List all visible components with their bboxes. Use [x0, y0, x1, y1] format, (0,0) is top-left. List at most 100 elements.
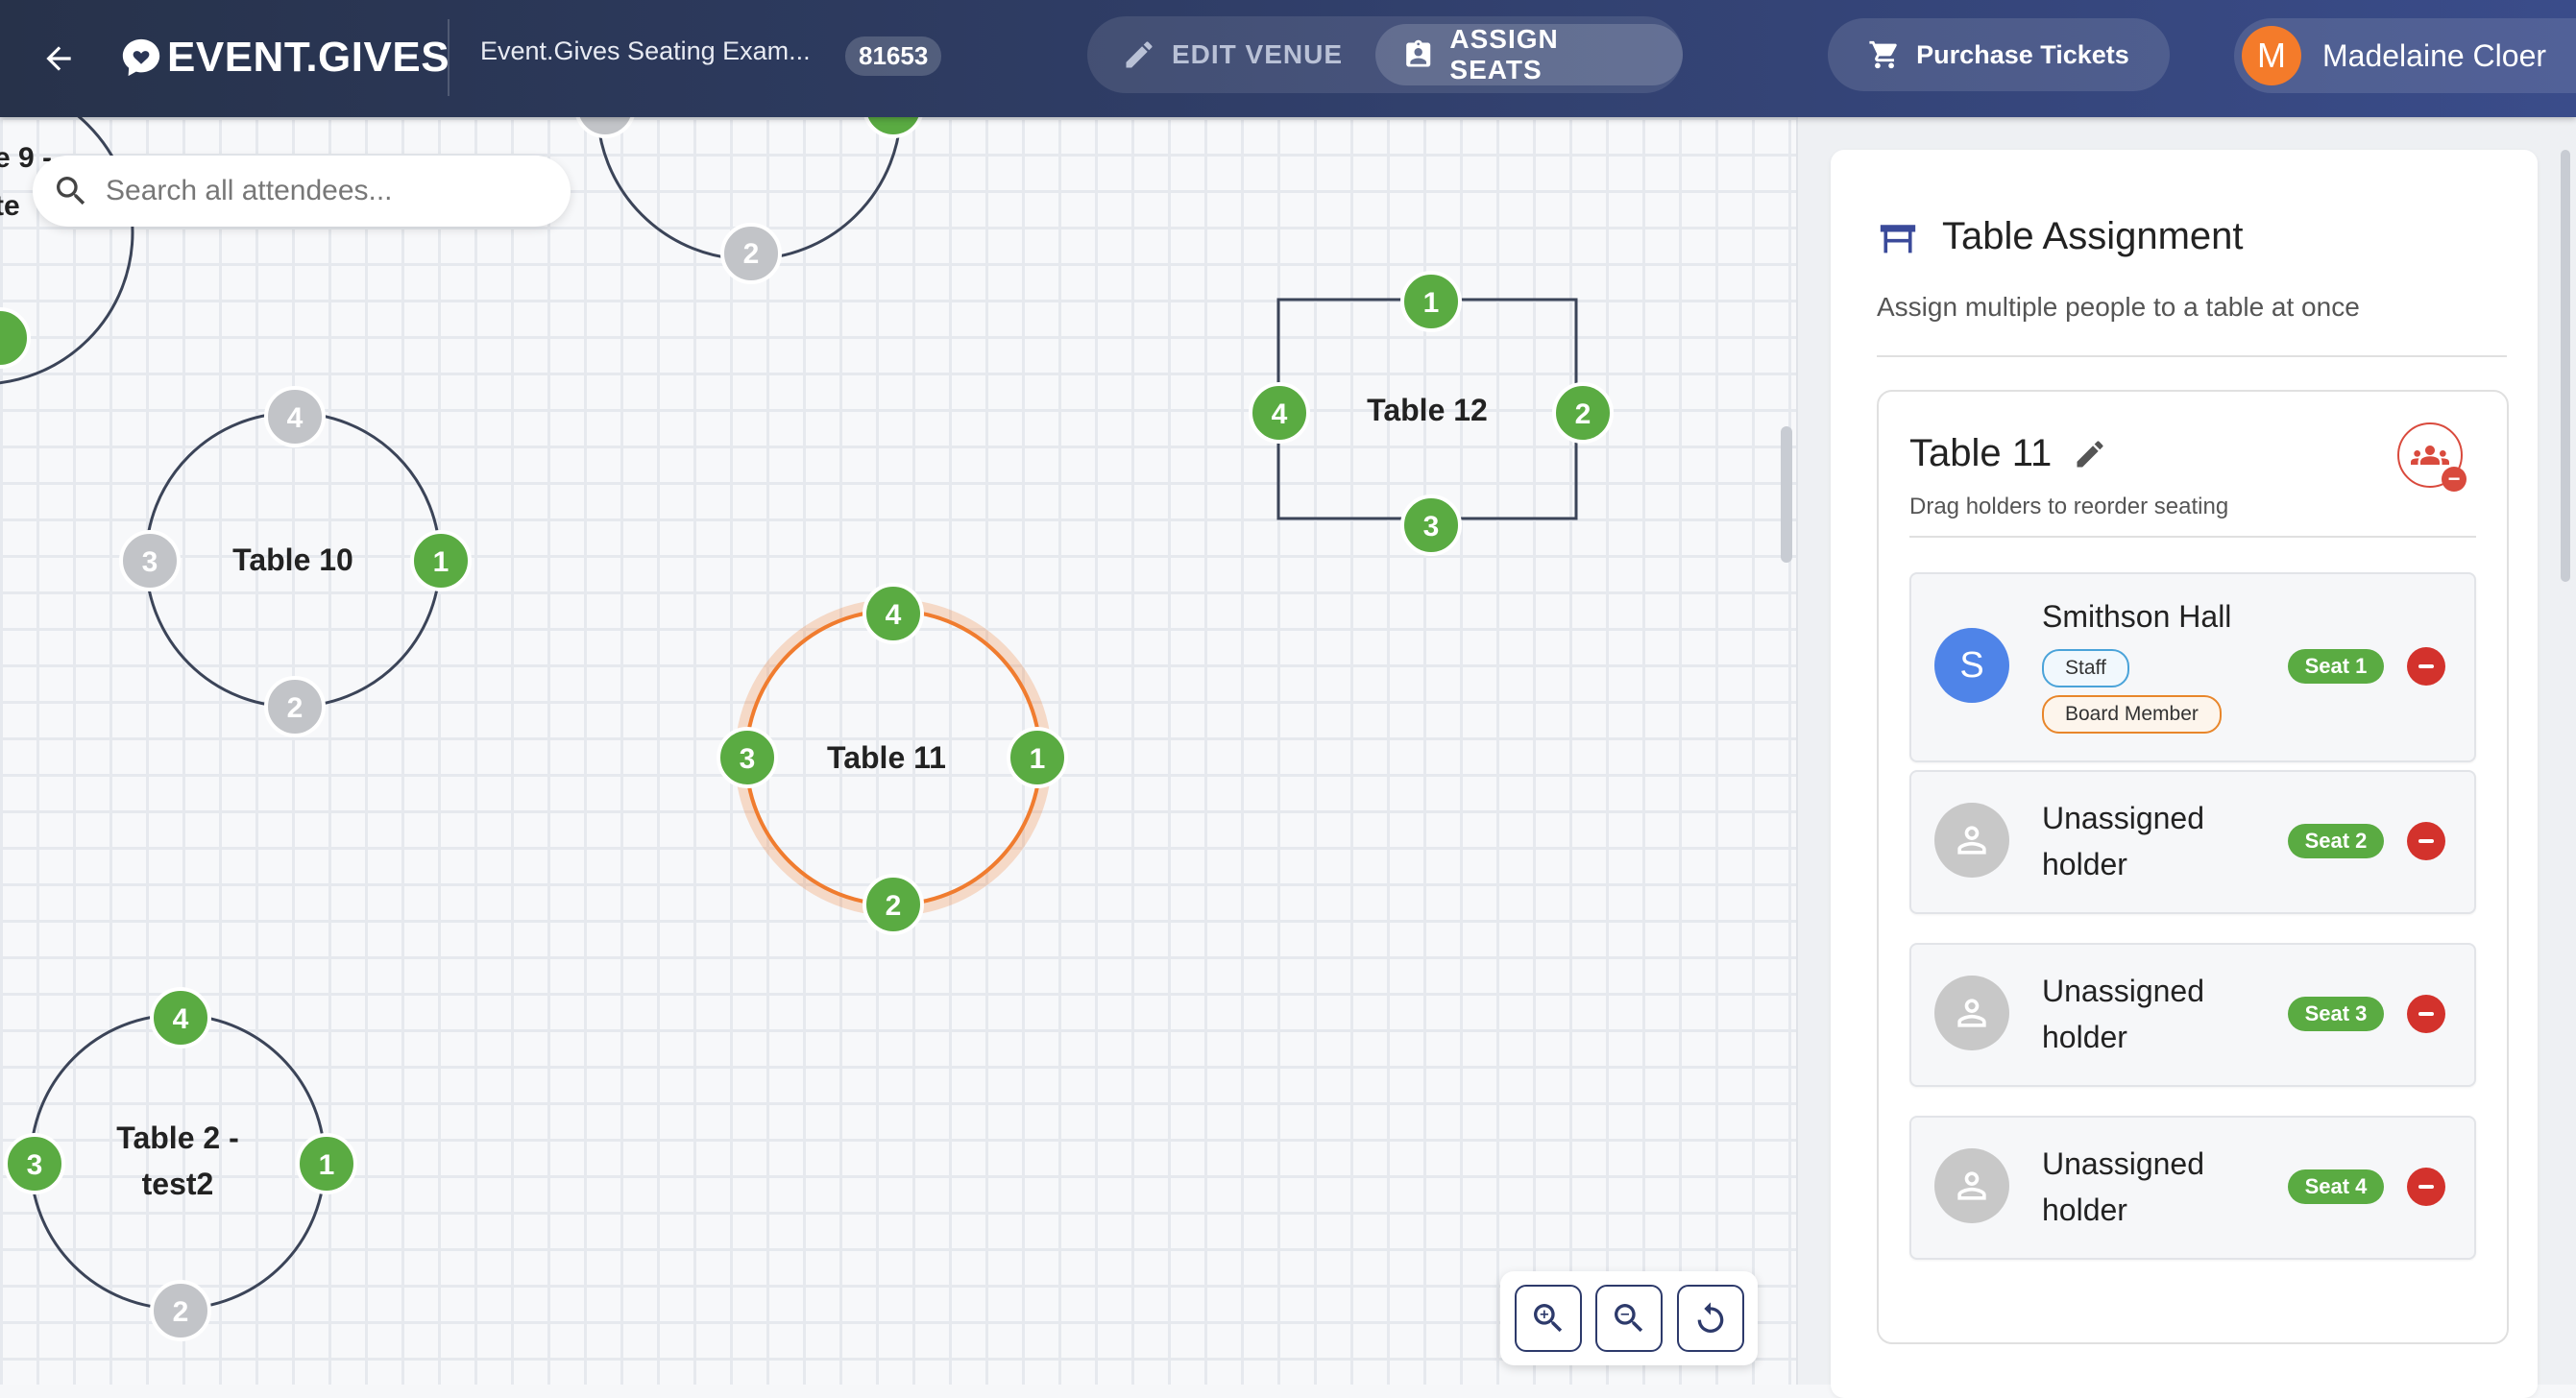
remove-holder-button[interactable]	[2407, 995, 2445, 1033]
seat-marker[interactable]: 4	[264, 386, 326, 447]
table-10[interactable]: Table 10 4 1 2 3	[119, 386, 472, 737]
seat-number: 2	[1575, 398, 1592, 430]
panel-divider	[1877, 355, 2507, 357]
holder-name-line: holder	[2042, 1193, 2127, 1227]
cart-icon	[1869, 40, 1897, 69]
seat-marker[interactable]: 4	[863, 583, 924, 644]
remove-holder-button[interactable]	[2407, 1168, 2445, 1206]
holder-name: Smithson Hall	[2042, 599, 2232, 634]
table-label: Table 11	[827, 740, 946, 775]
holder-name-line: Unassigned	[2042, 801, 2204, 835]
seat-marker[interactable]: 2	[264, 676, 326, 737]
pencil-icon	[1126, 41, 1153, 68]
canvas-scrollbar[interactable]	[1781, 426, 1792, 563]
seat-marker[interactable]: 4	[1249, 382, 1310, 444]
board-member-tag: Board Member	[2042, 695, 2222, 734]
table-name: Table 11	[1909, 432, 2053, 474]
seat-marker[interactable]: 2	[720, 223, 782, 284]
seat-number: 3	[27, 1149, 43, 1181]
holder-card[interactable]: Unassigned holder Seat 4	[1909, 1116, 2476, 1260]
staff-tag: Staff	[2042, 649, 2129, 687]
seat-marker[interactable]: 3	[119, 530, 181, 591]
floor-plan[interactable]: e 9 - te 2 Table 12 1 2	[0, 117, 1796, 1385]
search-input[interactable]	[104, 174, 549, 208]
zoom-controls	[1500, 1271, 1758, 1365]
event-id-badge: 81653	[845, 36, 942, 76]
seat-marker[interactable]: 3	[717, 727, 778, 788]
edit-venue-label: EDIT VENUE	[1172, 39, 1344, 69]
table-2[interactable]: Table 2 - test2 4 1 2 3	[4, 987, 357, 1341]
seat-marker[interactable]: 1	[296, 1133, 357, 1194]
seat-badge: Seat 2	[2288, 824, 2384, 858]
table-11[interactable]: Table 11 4 1 2 3	[717, 583, 1068, 935]
purchase-tickets-button[interactable]: Purchase Tickets	[1828, 18, 2170, 91]
zoom-out-button[interactable]	[1595, 1285, 1663, 1352]
seat-number: 2	[287, 692, 304, 724]
seat-badge: Seat 3	[2288, 997, 2384, 1031]
remove-holder-button[interactable]	[2407, 647, 2445, 686]
holder-name-line: Unassigned	[2042, 1146, 2204, 1181]
seat-badge: Seat 1	[2288, 649, 2384, 684]
reset-view-button[interactable]	[1676, 1285, 1744, 1352]
remove-all-holders-button[interactable]: −	[2397, 422, 2467, 492]
holder-card[interactable]: S Smithson Hall Staff Board Member Seat …	[1909, 572, 2476, 762]
seat-number: 4	[886, 599, 902, 631]
seat-number: 3	[142, 546, 158, 578]
seat-number: 1	[433, 546, 450, 578]
seat-marker[interactable]	[863, 117, 923, 138]
table-12[interactable]: Table 12 1 2 3 4	[1249, 271, 1614, 556]
seat-marker[interactable]: 3	[4, 1133, 65, 1194]
search-icon	[57, 177, 85, 205]
assign-seats-button[interactable]: ASSIGN SEATS	[1375, 24, 1683, 85]
holder-card[interactable]: Unassigned holder Seat 3	[1909, 943, 2476, 1087]
event-name: Event.Gives Seating Exam...	[480, 36, 811, 65]
sidebar-scrollbar[interactable]	[2561, 150, 2570, 582]
seat-badge: Seat 4	[2288, 1169, 2384, 1204]
table-label-partial: te	[0, 190, 20, 222]
assignment-ind-icon	[1406, 39, 1431, 67]
attendee-search[interactable]	[33, 156, 571, 227]
holder-name-line: Unassigned	[2042, 974, 2204, 1008]
arrow-back-icon	[46, 46, 71, 71]
table-outline	[0, 117, 134, 385]
seat-marker[interactable]: 1	[1007, 727, 1068, 788]
table-partial-top[interactable]: 2	[575, 117, 923, 284]
seat-marker[interactable]: 2	[150, 1280, 211, 1341]
back-button[interactable]	[33, 33, 85, 84]
purchase-tickets-label: Purchase Tickets	[1916, 39, 2129, 69]
user-avatar: M	[2242, 26, 2301, 85]
table-outline	[29, 1013, 327, 1311]
table-label: Table 12	[1367, 393, 1488, 427]
seat-number: 1	[1423, 287, 1440, 319]
header-divider	[448, 19, 450, 96]
seat-number: 1	[1030, 743, 1046, 775]
seating-canvas[interactable]: e 9 - te 2 Table 12 1 2	[0, 117, 1796, 1385]
edit-venue-button[interactable]: EDIT VENUE	[1095, 24, 1370, 85]
seat-marker[interactable]	[575, 117, 635, 138]
seat-marker[interactable]: 3	[1400, 494, 1462, 556]
holder-avatar: S	[1934, 628, 2009, 703]
seat-number: 2	[886, 890, 902, 922]
mode-toggle: EDIT VENUE ASSIGN SEATS	[1087, 16, 1683, 93]
zoom-out-icon	[1615, 1304, 1643, 1333]
seat-marker[interactable]: 2	[863, 874, 924, 935]
user-menu[interactable]: M Madelaine Cloer	[2234, 18, 2576, 93]
brand-logo[interactable]: EVENT.GIVES	[119, 29, 450, 86]
seat-number: 3	[1423, 511, 1440, 542]
edit-icon[interactable]	[2073, 437, 2107, 471]
seat-marker[interactable]	[0, 307, 31, 369]
group-icon	[2411, 446, 2449, 465]
seat-number: 4	[1272, 398, 1288, 430]
seat-marker[interactable]: 2	[1552, 382, 1614, 444]
seat-marker[interactable]: 1	[1400, 271, 1462, 332]
seat-marker[interactable]: 1	[410, 530, 472, 591]
seat-number: 3	[740, 743, 756, 775]
zoom-in-button[interactable]	[1514, 1285, 1582, 1352]
table-label: test2	[142, 1167, 214, 1201]
person-icon	[1957, 826, 1986, 855]
panel-title: Table Assignment	[1942, 215, 2244, 257]
assignment-sidebar: Table Assignment Assign multiple people …	[1796, 117, 2576, 1398]
holder-card[interactable]: Unassigned holder Seat 2	[1909, 770, 2476, 914]
seat-marker[interactable]: 4	[150, 987, 211, 1048]
remove-holder-button[interactable]	[2407, 822, 2445, 860]
